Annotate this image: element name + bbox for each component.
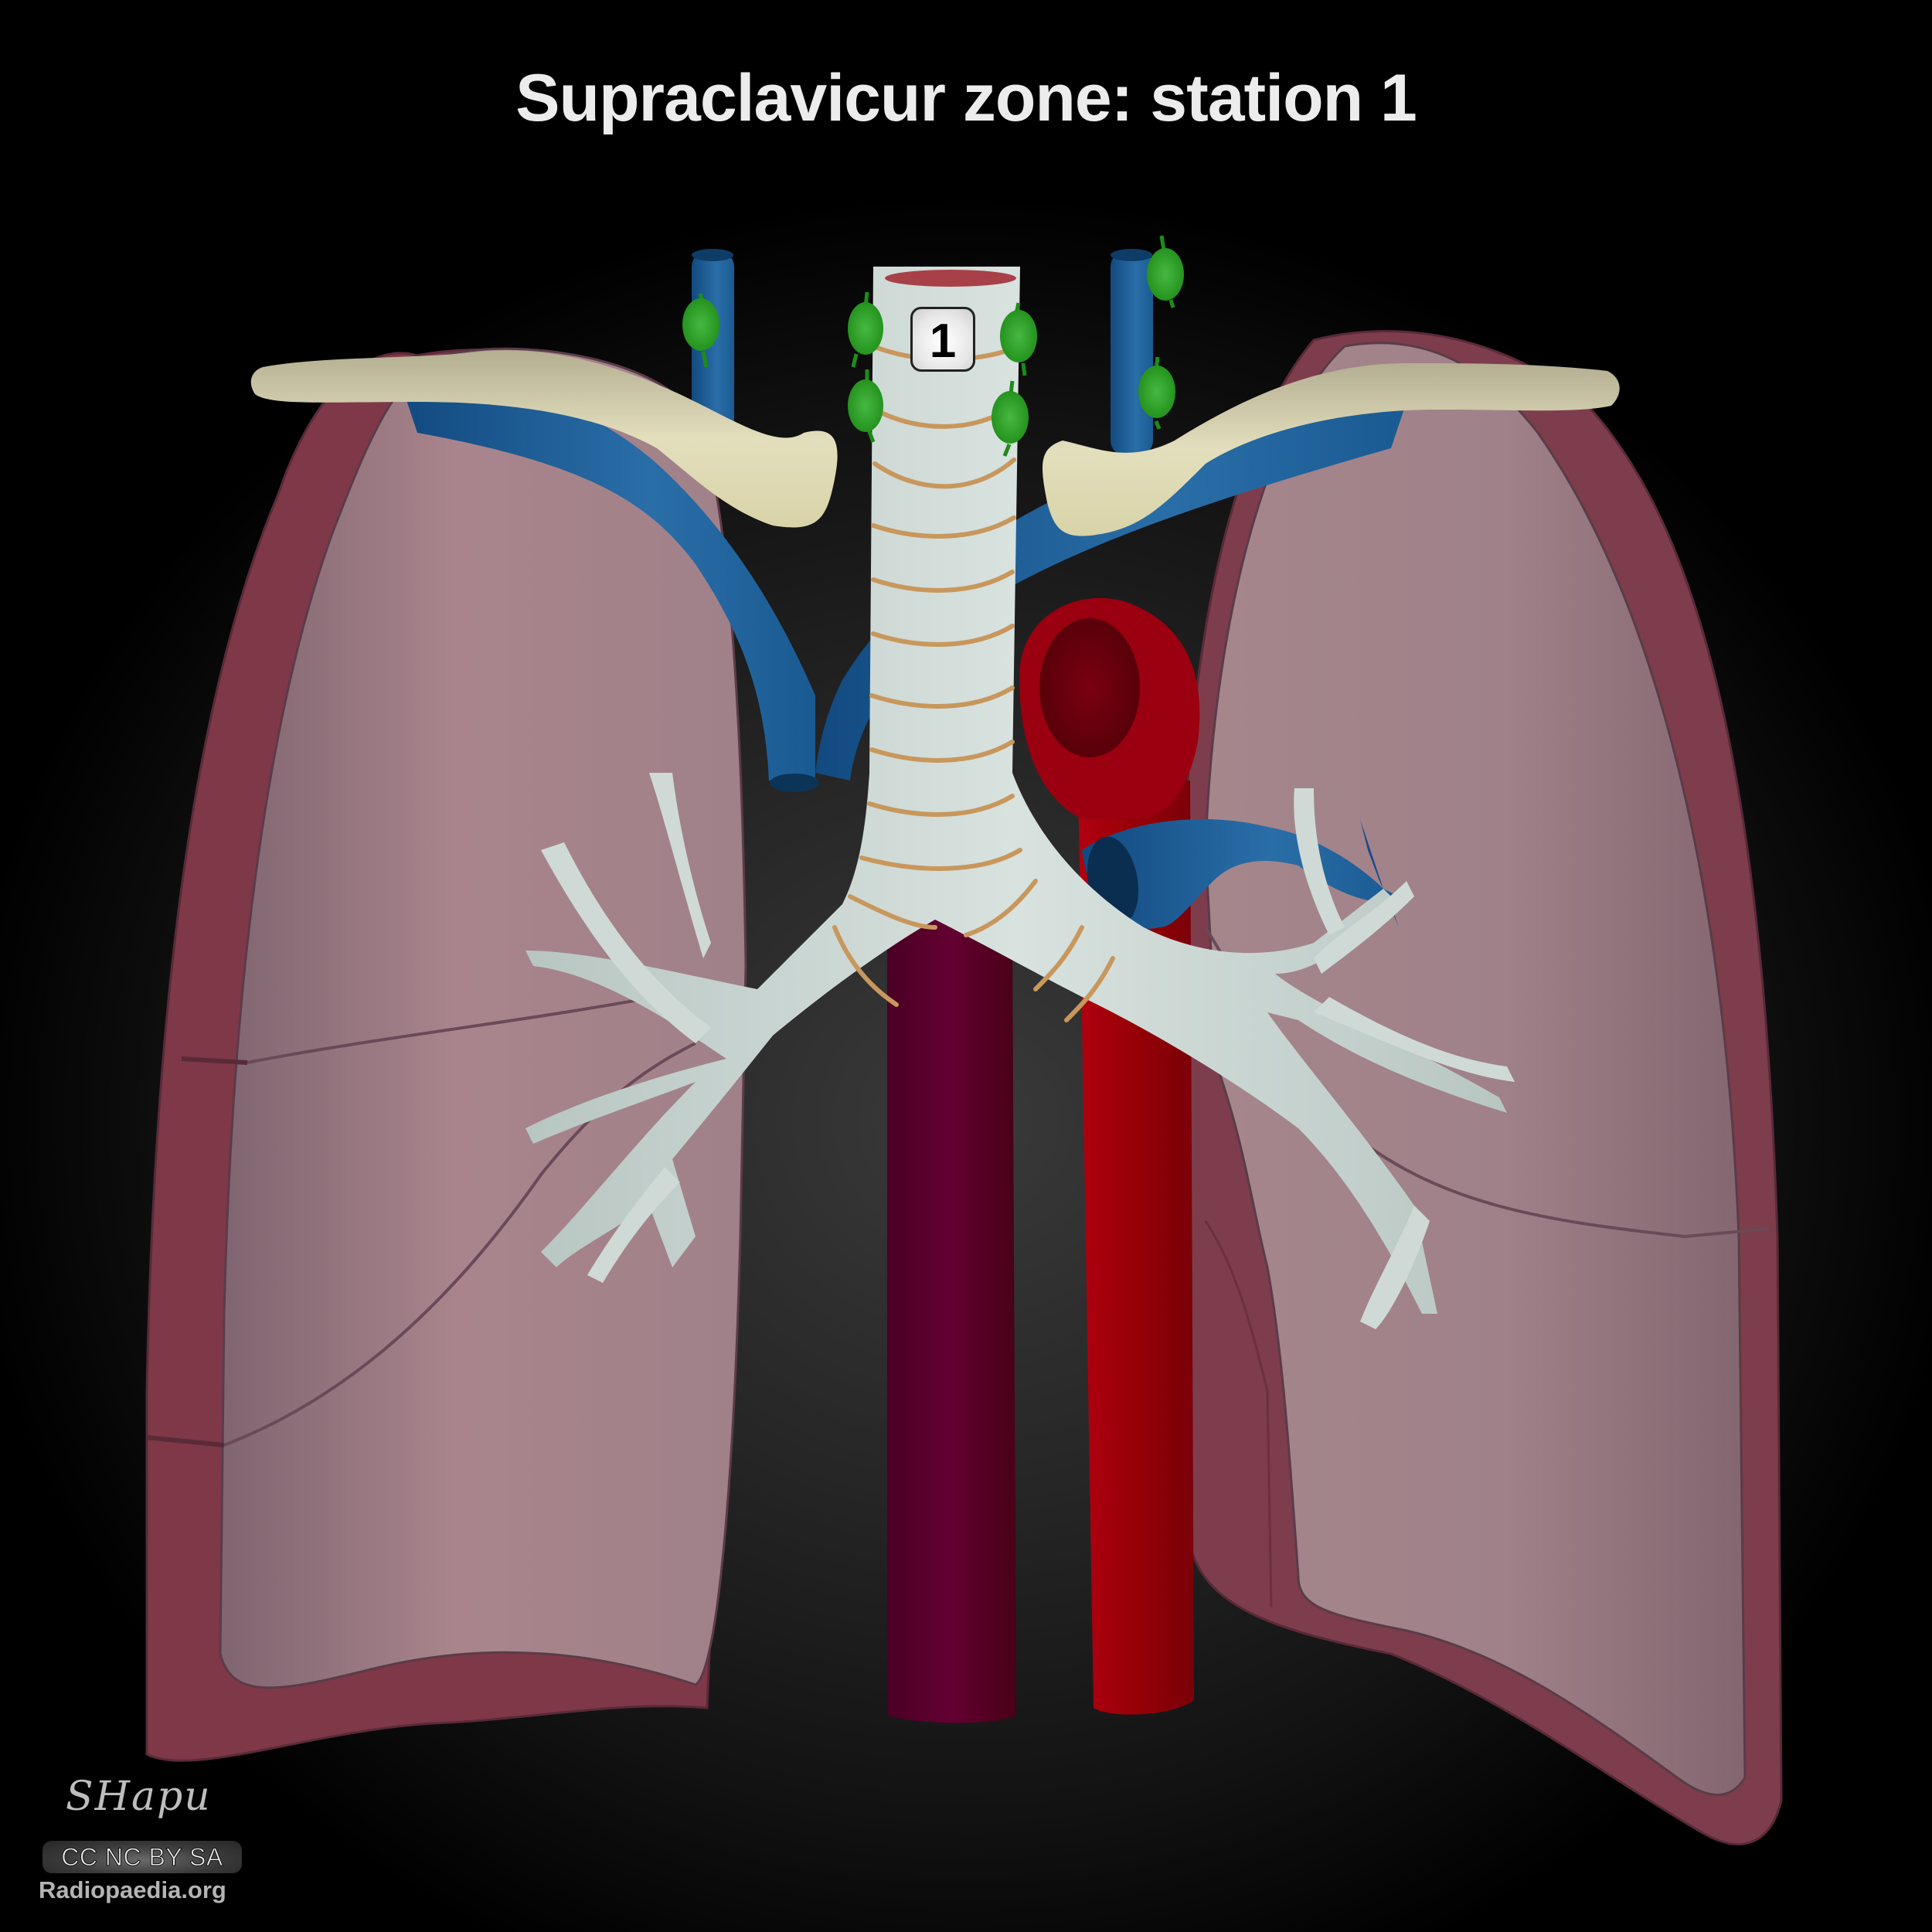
station-number-badge: 1 bbox=[910, 307, 975, 372]
bronchial-tree bbox=[526, 267, 1515, 1329]
license-badge: CC NC BY SA bbox=[43, 1841, 242, 1873]
tracheal-lumen bbox=[885, 270, 1016, 287]
right-lung bbox=[145, 347, 747, 1762]
lymph-node bbox=[1138, 366, 1175, 418]
left-internal-jugular-vein bbox=[1111, 251, 1153, 456]
right-clavicle bbox=[250, 350, 838, 528]
lymph-node bbox=[848, 302, 883, 355]
aortic-arch bbox=[1019, 597, 1200, 819]
lymph-node bbox=[992, 391, 1029, 444]
cartilage-rings bbox=[832, 345, 1115, 1022]
lymph-nodes bbox=[682, 235, 1184, 457]
diagram-title: Supraclavicur zone: station 1 bbox=[515, 61, 1417, 135]
author-signature: SHapu bbox=[66, 1774, 212, 1820]
esophagus bbox=[887, 919, 1016, 1723]
lymph-node bbox=[1000, 310, 1037, 362]
source-site: Radiopaedia.org bbox=[39, 1876, 226, 1903]
left-clavicle bbox=[1043, 363, 1620, 536]
lymph-node bbox=[682, 298, 719, 351]
lymph-node bbox=[848, 379, 883, 432]
svc-opening bbox=[770, 774, 819, 792]
lymph-node bbox=[1147, 248, 1184, 301]
